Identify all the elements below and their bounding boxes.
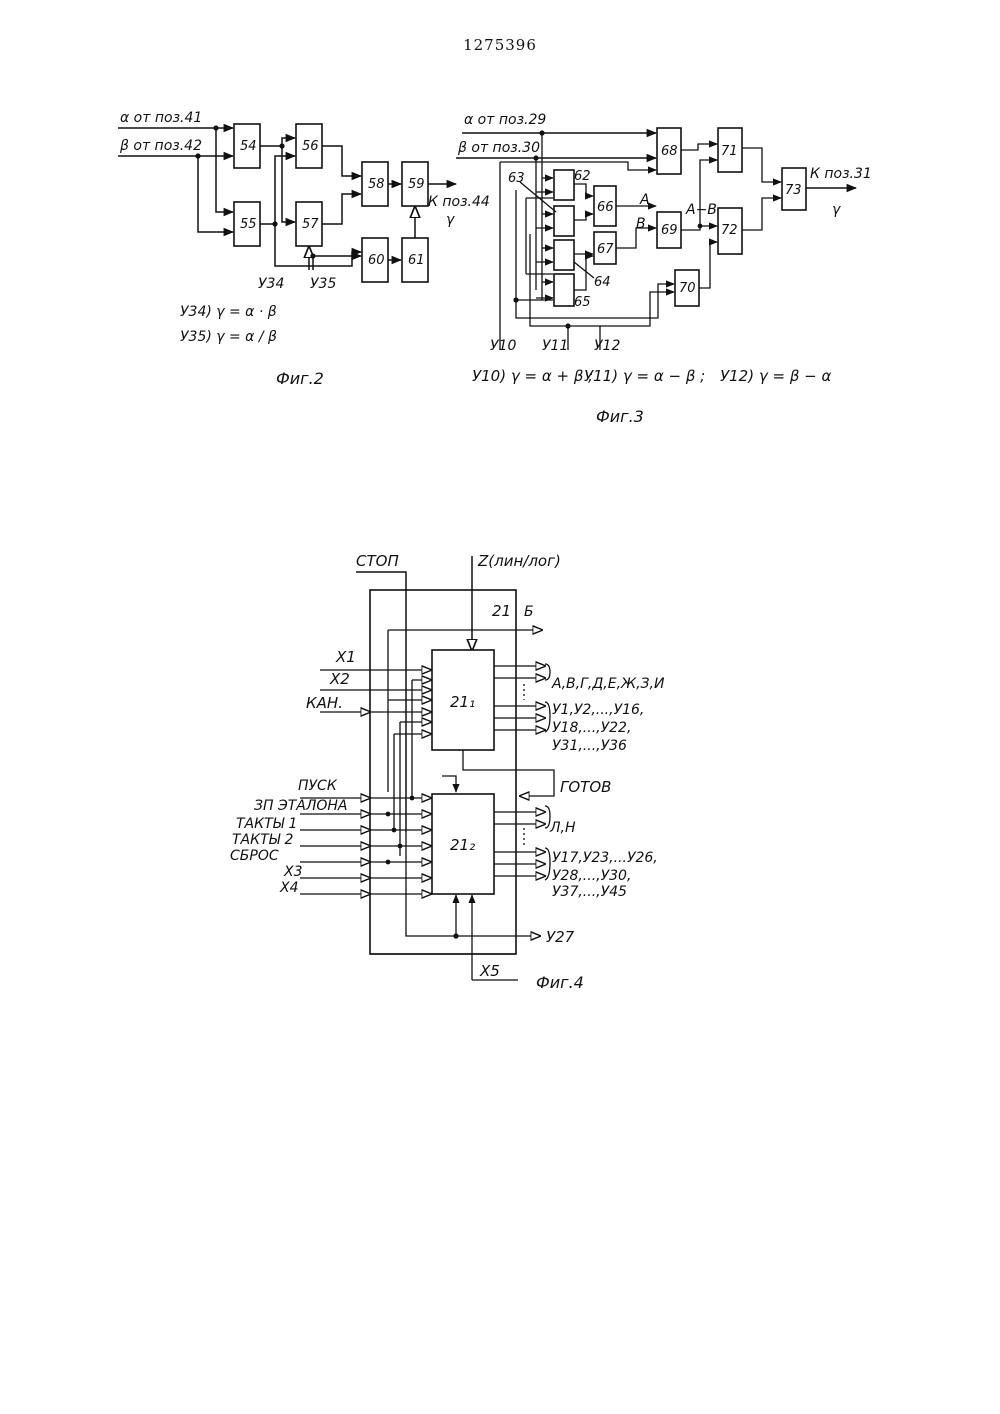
fig3-ref-65: 65 [574, 295, 591, 310]
fig4-stop: СТОП [356, 552, 399, 570]
fig4-z-input: Z(лин/лог) [477, 552, 561, 570]
fig4-x1: X1 [335, 648, 356, 666]
fig3-label-72: 72 [721, 223, 738, 238]
fig3-formula-u11: У11) γ = α − β ; [584, 367, 705, 385]
fig2-formula-u35: У35) γ = α / β [180, 329, 277, 345]
fig4-out2-a: Л,Н [549, 820, 576, 836]
fig2-label-61: 61 [408, 253, 425, 268]
fig4-pusk: ПУСК [298, 778, 338, 794]
fig4-sbros: СБРОС [230, 848, 279, 864]
fig3-ref-64: 64 [594, 275, 611, 290]
fig4-takty2: ТАКТЫ 2 [232, 832, 294, 848]
fig4-out1-a: А,В,Г,Д,Е,Ж,З,И [551, 676, 665, 692]
fig3-output: К поз.31 [810, 166, 872, 182]
fig2-label-56: 56 [302, 139, 319, 154]
fig3-formula-u12: У12) γ = β − α [720, 367, 832, 385]
fig3-signal-b: В [636, 216, 646, 232]
fig4-x5: X5 [479, 962, 500, 980]
fig2-formula-u34: У34) γ = α · β [180, 304, 277, 320]
fig4-out1-d: У31,...,У36 [552, 738, 627, 754]
fig4-out-b: Б [524, 604, 534, 620]
fig3-input-beta: β от поз.30 [457, 140, 540, 156]
fig3-ref-62: 62 [574, 169, 591, 184]
fig2-label-54: 54 [240, 139, 257, 154]
fig3-ctrl-u10: У10 [490, 338, 516, 354]
fig4-out2-d: У37,...,У45 [552, 884, 627, 900]
fig2-ctrl-u35: У35 [310, 276, 336, 292]
figure-4: 21 СТОП Z(лин/лог) Б 21₁ X1 X2 КАН. [230, 552, 665, 992]
fig3-label-67: 67 [597, 242, 614, 257]
fig4-x2: X2 [329, 670, 350, 688]
fig4-gotov: ГОТОВ [560, 778, 611, 796]
fig3-signal-ab: А−В [685, 202, 717, 218]
fig2-label-59: 59 [408, 177, 425, 192]
fig2-ctrl-u34: У34 [258, 276, 284, 292]
fig3-label-69: 69 [661, 223, 678, 238]
fig2-label-55: 55 [240, 217, 257, 232]
fig4-x4: X4 [279, 880, 299, 896]
fig3-signal-a: А [639, 192, 650, 208]
fig3-label-70: 70 [679, 281, 696, 296]
fig3-block-64a [554, 240, 574, 270]
fig2-output-gamma: γ [446, 212, 455, 228]
fig3-block-62a [554, 170, 574, 200]
fig4-caption: Фиг.4 [536, 973, 584, 992]
fig3-ctrl-u11: У11 [542, 338, 568, 354]
fig3-output-gamma: γ [832, 202, 841, 218]
fig4-out2-b: У17,У23,...У26, [552, 850, 658, 866]
fig2-label-60: 60 [368, 253, 385, 268]
fig4-label-21-1: 21₁ [450, 693, 475, 711]
fig3-formula-u10: У10) γ = α + β ; [472, 367, 593, 385]
fig2-caption: Фиг.2 [276, 369, 324, 388]
fig4-label-21: 21 [492, 602, 511, 620]
fig2-label-58: 58 [368, 177, 385, 192]
fig3-block-65 [554, 274, 574, 306]
fig3-label-68: 68 [661, 144, 678, 159]
fig2-output: К поз.44 [428, 194, 490, 210]
fig2-input-beta: β от поз.42 [119, 138, 202, 154]
fig3-block-62b [554, 206, 574, 236]
fig4-out-y27: У27 [546, 928, 575, 946]
figure-3: α от поз.29 β от поз.30 62 63 64 65 [456, 112, 872, 426]
fig3-label-66: 66 [597, 200, 614, 215]
fig4-label-21-2: 21₂ [450, 836, 475, 854]
fig3-caption: Фиг.3 [596, 407, 644, 426]
fig4-kan: КАН. [306, 694, 343, 712]
fig4-out2-c: У28,...,У30, [552, 868, 631, 884]
fig4-out1-c: У18,...,У22, [552, 720, 631, 736]
fig3-label-73: 73 [785, 183, 802, 198]
fig4-block-21-frame [370, 590, 516, 954]
figure-2: α от поз.41 β от поз.42 54 55 56 57 58 5… [118, 110, 490, 388]
fig3-label-71: 71 [721, 144, 738, 159]
fig4-takty1: ТАКТЫ 1 [236, 816, 297, 832]
fig4-out1-b: У1,У2,...,У16, [552, 702, 644, 718]
fig3-input-alpha: α от поз.29 [464, 112, 546, 128]
fig4-x3: X3 [283, 864, 303, 880]
fig3-ctrl-u12: У12 [594, 338, 620, 354]
fig2-input-alpha: α от поз.41 [120, 110, 202, 126]
fig4-zp: ЗП ЭТАЛОНА [254, 798, 348, 814]
fig2-label-57: 57 [302, 217, 319, 232]
